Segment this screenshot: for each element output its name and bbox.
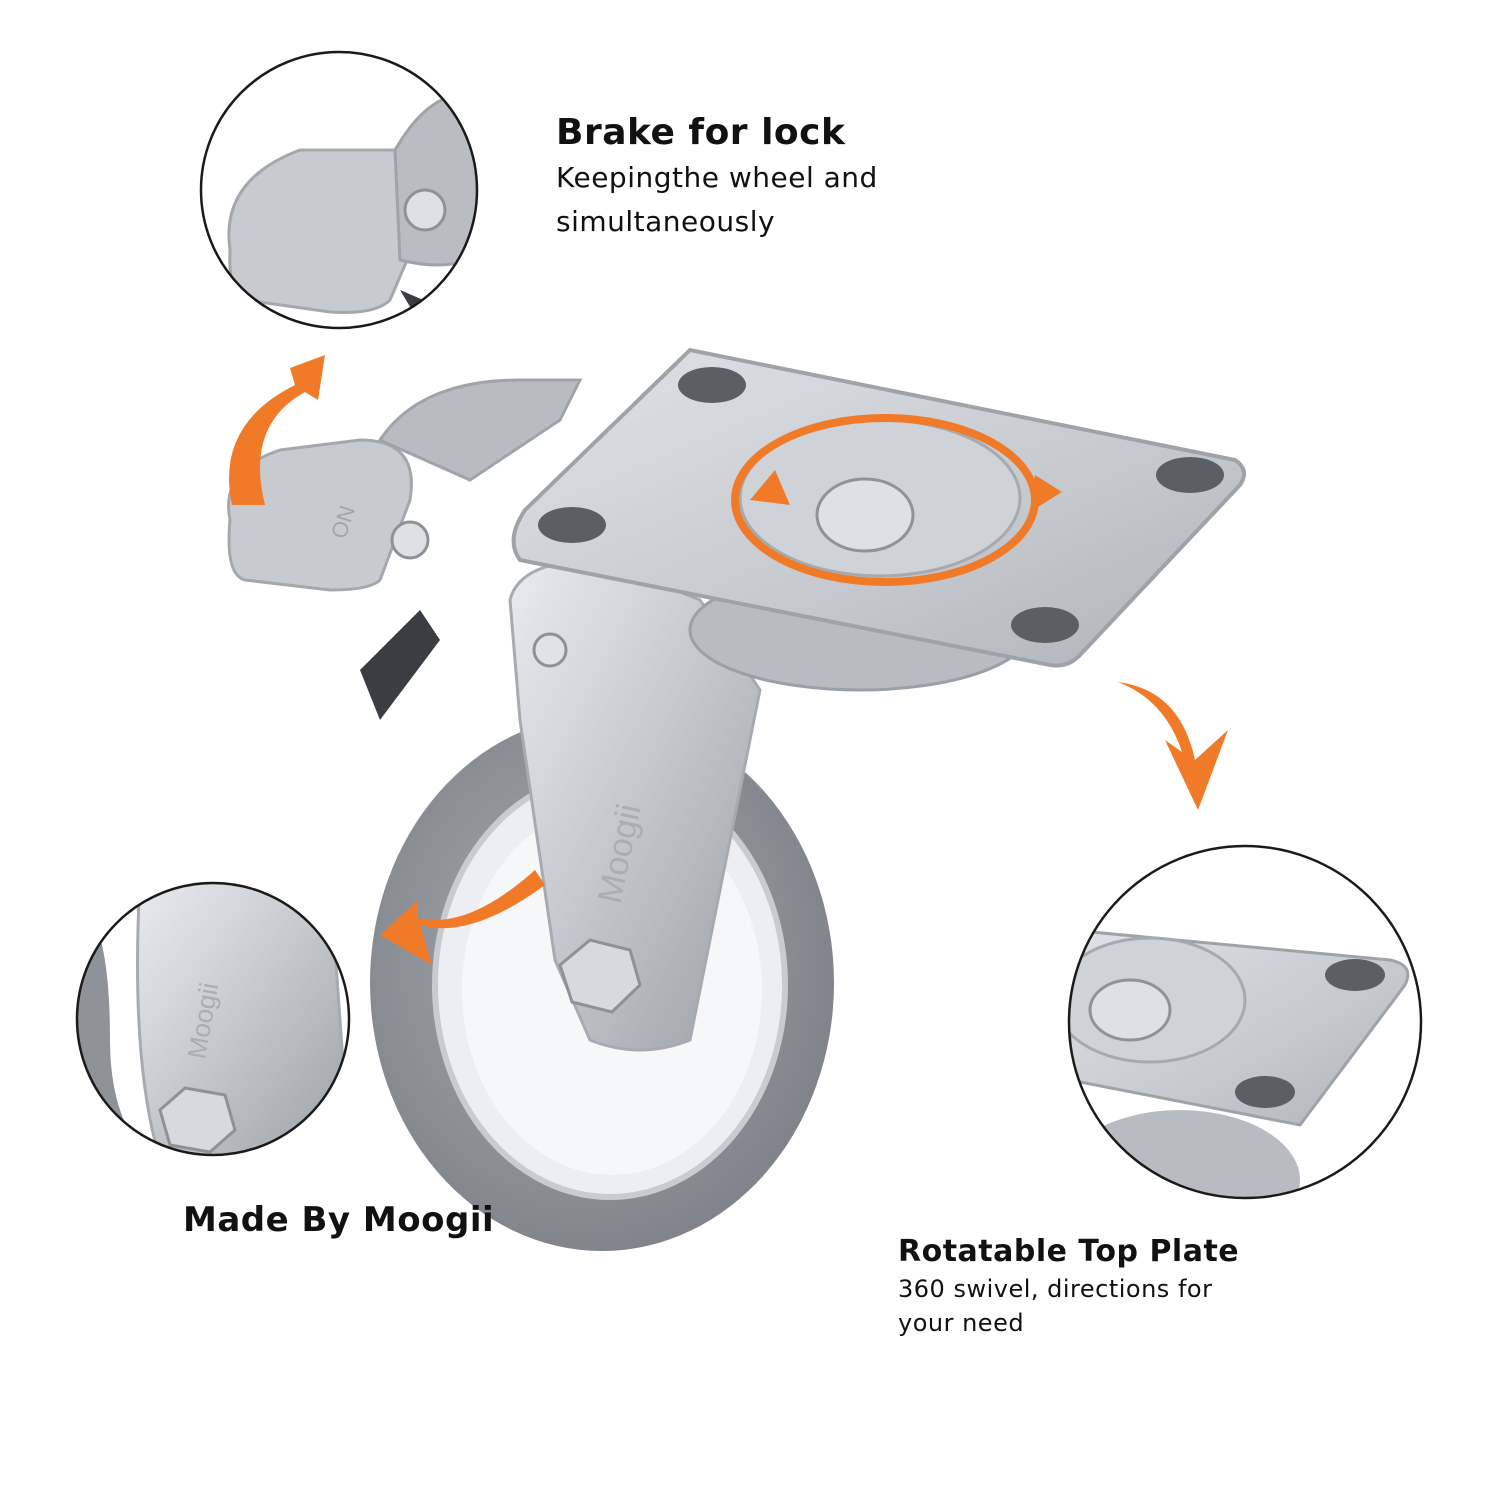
rotation-arrow-left <box>750 470 790 505</box>
feature-brake: Brake for lock Keepingthe wheel and simu… <box>556 110 878 244</box>
callout-maker-ring <box>75 881 351 1157</box>
callout-maker-detail: Moogii <box>75 881 351 1157</box>
rotation-arrow-right <box>1030 475 1062 512</box>
feature-brake-title: Brake for lock <box>556 112 846 153</box>
callout-arrows <box>229 355 1228 965</box>
feature-maker: Made By Moogii <box>183 1198 494 1242</box>
callout-plate-ring <box>1067 844 1423 1200</box>
feature-plate-desc-line: 360 swivel, directions for <box>898 1275 1213 1303</box>
arrow-brake <box>229 355 325 505</box>
feature-plate-title: Rotatable Top Plate <box>898 1234 1240 1269</box>
brake-pedal-back <box>377 378 583 482</box>
feature-maker-title: Made By Moogii <box>183 1200 495 1240</box>
callout-brake-detail <box>199 50 479 330</box>
feature-plate: Rotatable Top Plate 360 swivel, directio… <box>898 1232 1239 1340</box>
kingpin-rivet <box>815 477 915 553</box>
arrow-maker <box>380 870 545 965</box>
feature-plate-desc: 360 swivel, directions for your need <box>898 1272 1239 1340</box>
plate-hole-1 <box>678 367 746 403</box>
plate-hole-3 <box>1011 607 1079 643</box>
plate-hole-2 <box>1156 457 1224 493</box>
caster-main: Moogii ON <box>227 347 1246 1251</box>
caster-fork <box>508 558 762 1052</box>
brake-lever-dark <box>360 610 440 720</box>
plate-hole-4 <box>538 507 606 543</box>
feature-brake-desc-line: simultaneously <box>556 205 776 238</box>
axle-bolt <box>558 938 642 1014</box>
pedal-pivot <box>390 520 430 560</box>
feature-plate-desc-line: your need <box>898 1309 1025 1337</box>
callout-plate-detail <box>1067 844 1423 1200</box>
fork-rivet <box>532 632 568 668</box>
arrow-plate <box>1118 682 1228 810</box>
callout-brake-ring <box>199 50 479 330</box>
feature-brake-desc: Keepingthe wheel and simultaneously <box>556 156 878 244</box>
feature-brake-desc-line: Keepingthe wheel and <box>556 161 878 194</box>
